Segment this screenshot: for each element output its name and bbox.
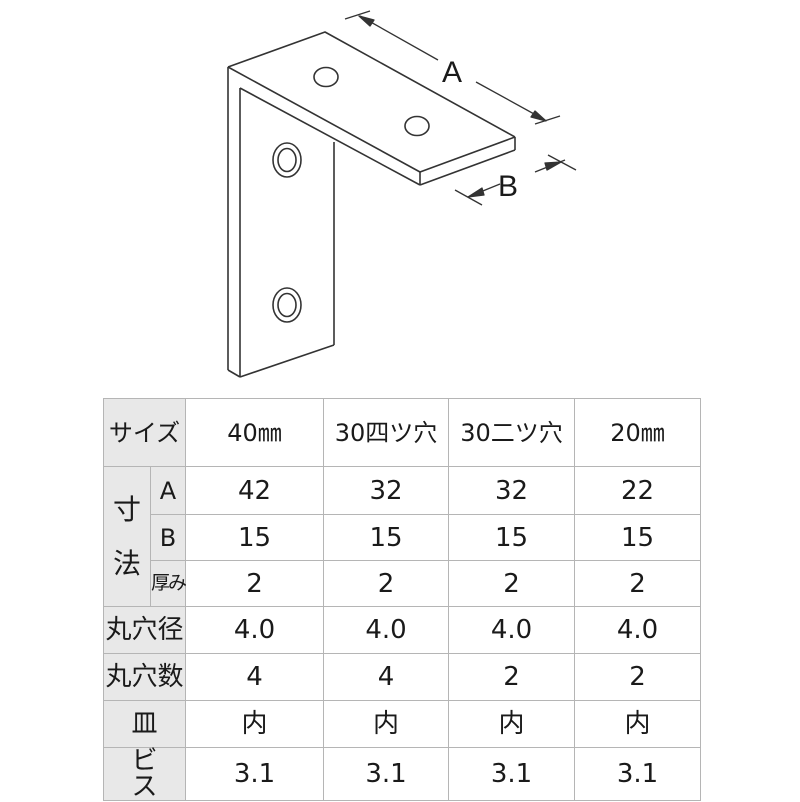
cell: 4.0 xyxy=(574,606,701,654)
countersunk-hole-icon xyxy=(272,287,302,323)
row-label: 丸穴径 xyxy=(103,606,186,654)
cell: 22 xyxy=(574,466,701,515)
l-bracket-diagram: A B xyxy=(227,10,577,378)
row-label: 皿 xyxy=(103,700,186,748)
cell: 15 xyxy=(323,514,449,561)
row-label: A xyxy=(150,466,186,515)
cell: 2 xyxy=(448,560,575,607)
size-label: サイズ xyxy=(103,398,186,467)
column-header: 20㎜ xyxy=(574,398,701,467)
dimension-b-label: B xyxy=(498,170,518,203)
table-row: 寸法 A 42 32 32 22 xyxy=(103,466,701,607)
countersunk-hole-icon xyxy=(272,142,302,178)
dimension-a xyxy=(344,10,561,125)
table-row: 丸穴径 4.0 4.0 4.0 4.0 xyxy=(103,606,701,654)
table-header-row: サイズ 40㎜ 30四ツ穴 30二ツ穴 20㎜ xyxy=(103,398,701,467)
row-label: 丸穴数 xyxy=(103,653,186,701)
cell: 32 xyxy=(323,466,449,515)
table-row: 丸穴数 4 4 2 2 xyxy=(103,653,701,701)
cell: 15 xyxy=(574,514,701,561)
cell: 4 xyxy=(323,653,449,701)
cell: 4.0 xyxy=(448,606,575,654)
dimension-a-label: A xyxy=(442,56,462,89)
cell: 3.1 xyxy=(448,747,575,801)
cell: 3.1 xyxy=(323,747,449,801)
cell: 内 xyxy=(448,700,575,748)
cell: 3.1 xyxy=(185,747,324,801)
cell: 内 xyxy=(574,700,701,748)
cell: 2 xyxy=(323,560,449,607)
column-header: 30四ツ穴 xyxy=(323,398,449,467)
hole-icon xyxy=(404,115,430,137)
cell: 15 xyxy=(448,514,575,561)
cell: 2 xyxy=(574,653,701,701)
table-row: 厚み 2 2 2 2 xyxy=(104,560,701,607)
cell: 4.0 xyxy=(185,606,324,654)
cell: 15 xyxy=(185,514,324,561)
hole-icon xyxy=(313,66,339,88)
cell: 4.0 xyxy=(323,606,449,654)
dimension-group-label: 寸法 xyxy=(103,466,151,607)
cell: 内 xyxy=(323,700,449,748)
bracket-vertical-leg xyxy=(227,67,335,378)
cell: 2 xyxy=(574,560,701,607)
row-label: B xyxy=(150,514,186,561)
cell: 2 xyxy=(448,653,575,701)
cell: 42 xyxy=(185,466,324,515)
row-label: 厚み xyxy=(150,560,187,607)
column-header: 40㎜ xyxy=(185,398,324,467)
cell: 内 xyxy=(185,700,324,748)
dimension-b xyxy=(454,154,577,206)
cell: 3.1 xyxy=(574,747,701,801)
table-row: ビス 3.1 3.1 3.1 3.1 xyxy=(103,747,701,801)
row-label: ビス xyxy=(103,747,186,801)
table-row: B 15 15 15 15 xyxy=(104,514,701,561)
table-row: 皿 内 内 内 内 xyxy=(103,700,701,748)
spec-table: サイズ 40㎜ 30四ツ穴 30二ツ穴 20㎜ 寸法 A 42 32 32 22… xyxy=(103,398,701,801)
cell: 2 xyxy=(185,560,324,607)
bracket-top-plate xyxy=(227,31,516,186)
cell: 32 xyxy=(448,466,575,515)
cell: 4 xyxy=(185,653,324,701)
column-header: 30二ツ穴 xyxy=(448,398,575,467)
